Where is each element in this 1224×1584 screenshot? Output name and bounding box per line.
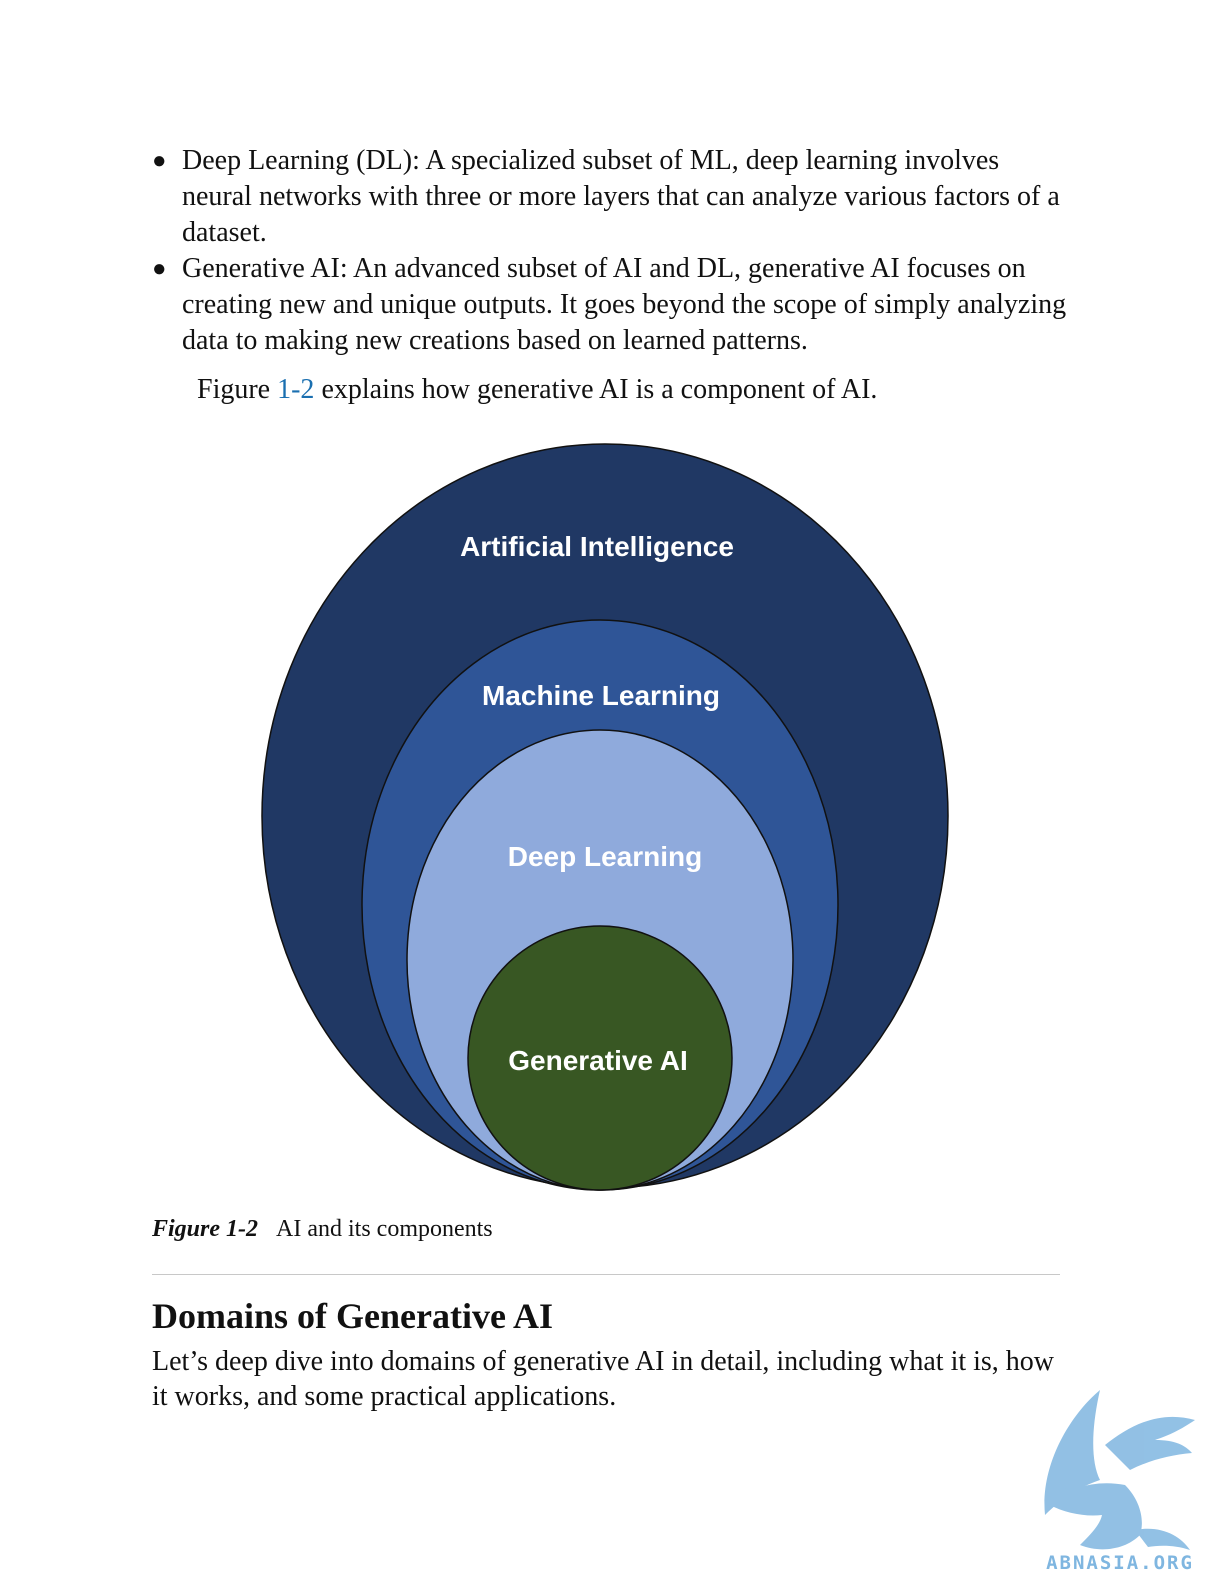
- bullet-item-deep-learning: ● Deep Learning (DL): A specialized subse…: [152, 143, 1072, 251]
- label-generative-ai: Generative AI: [508, 1045, 687, 1076]
- label-machine-learning: Machine Learning: [482, 680, 720, 711]
- figure-reference-suffix: explains how generative AI is a componen…: [314, 374, 878, 405]
- section-paragraph: Let’s deep dive into domains of generati…: [152, 1346, 1055, 1412]
- bullet-dot-icon: ●: [152, 256, 167, 282]
- bullet-text: Deep Learning (DL): A specialized subset…: [182, 145, 1060, 248]
- bullet-dot-icon: ●: [152, 148, 167, 174]
- label-artificial-intelligence: Artificial Intelligence: [460, 531, 734, 562]
- figure-reference-sentence: Figure 1-2 explains how generative AI is…: [197, 372, 877, 408]
- figure-caption: Figure 1-2 AI and its components: [152, 1214, 493, 1244]
- section-divider: [152, 1274, 1060, 1275]
- figure-caption-label: Figure 1-2: [152, 1216, 259, 1242]
- figure-link[interactable]: 1-2: [277, 374, 315, 405]
- griffin-logo-icon: ABNASIA.ORG: [1044, 1390, 1195, 1574]
- figure-reference-prefix: Figure: [197, 374, 278, 405]
- bullet-list: ● Deep Learning (DL): A specialized subse…: [152, 143, 1072, 359]
- circle-generative-ai: [467, 925, 733, 1191]
- ai-components-diagram: Artificial Intelligence Machine Learning…: [261, 443, 949, 1191]
- label-deep-learning: Deep Learning: [508, 841, 702, 872]
- figure-caption-text: AI and its components: [276, 1216, 493, 1242]
- watermark-text: ABNASIA.ORG: [1046, 1552, 1194, 1574]
- section-heading: Domains of Generative AI: [152, 1296, 553, 1336]
- bullet-item-generative-ai: ● Generative AI: An advanced subset of AI…: [152, 251, 1072, 359]
- bullet-text: Generative AI: An advanced subset of AI …: [182, 253, 1067, 356]
